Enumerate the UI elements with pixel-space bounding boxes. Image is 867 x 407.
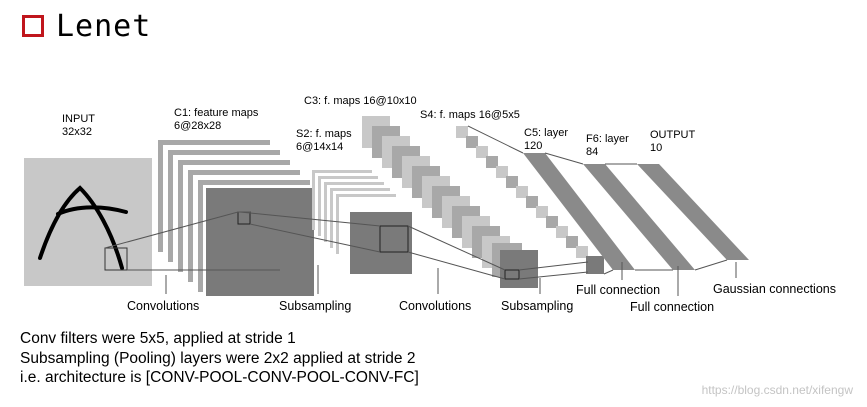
- op-gauss-label: Gaussian connections: [713, 282, 836, 296]
- c5-layer-stripe: [523, 153, 635, 270]
- op-full1-label: Full connection: [576, 283, 660, 297]
- c1-layer: C1: feature maps 6@28x28: [158, 107, 315, 297]
- c1-label-name: C1: feature maps: [174, 107, 259, 119]
- sub2-line-top: [518, 261, 589, 271]
- s2-map-front: [350, 212, 412, 274]
- operation-ticks: [165, 262, 737, 296]
- notes: Conv filters were 5x5, applied at stride…: [20, 329, 419, 388]
- note-line-3: i.e. architecture is [CONV-POOL-CONV-POO…: [20, 369, 419, 386]
- s2-layer: S2: f. maps 6@14x14: [296, 128, 412, 274]
- s4-map-6: [506, 176, 518, 188]
- s4-map-12: [566, 236, 578, 248]
- c3-map-front: [500, 250, 538, 288]
- output-label-name: OUTPUT: [650, 129, 696, 141]
- watermark: https://blog.csdn.net/xifengw: [701, 383, 853, 397]
- s4-map-4: [486, 156, 498, 168]
- op-sub1-label: Subsampling: [279, 299, 351, 313]
- s4-map-front: [586, 256, 604, 274]
- title-text: Lenet: [56, 8, 152, 44]
- op-conv2-label: Convolutions: [399, 299, 471, 313]
- s4-map-3: [476, 146, 488, 158]
- s4-label: S4: f. maps 16@5x5: [420, 109, 520, 121]
- c1-map-front: [206, 188, 314, 296]
- c3-receptive-field: [504, 269, 520, 280]
- slide-title: Lenet: [22, 6, 151, 46]
- s2-receptive-field: [379, 225, 409, 253]
- f6-output-line-bottom: [694, 259, 728, 271]
- input-label-size: 32x32: [62, 126, 92, 138]
- conv1-line-top: [104, 211, 250, 249]
- fc-layers: C5: layer 120 F6: layer 84 OUTPUT 10: [523, 127, 749, 270]
- input-receptive-field: [104, 247, 128, 271]
- letter-a-stroke: [38, 185, 124, 270]
- operation-labels: Convolutions Subsampling Convolutions Su…: [127, 282, 836, 314]
- s4-map-13: [576, 246, 588, 258]
- letter-a-crossbar: [56, 205, 128, 216]
- op-full2-label: Full connection: [630, 300, 714, 314]
- c5-label-name: C5: layer: [524, 127, 568, 139]
- s4-map-11: [556, 226, 568, 238]
- s2-label-size: 6@14x14: [296, 141, 343, 153]
- conv2-line-top: [407, 225, 506, 271]
- c5-label-size: 120: [524, 140, 542, 152]
- s2-label-name: S2: f. maps: [296, 128, 352, 140]
- sub1-line-bottom: [249, 223, 381, 253]
- op-sub2-label: Subsampling: [501, 299, 573, 313]
- checkbox-square-icon: [22, 15, 44, 37]
- note-line-2: Subsampling (Pooling) layers were 2x2 ap…: [20, 349, 416, 367]
- s4-c5-line-bottom: [603, 269, 614, 275]
- s4-map-1: [456, 126, 468, 138]
- s4-map-10: [546, 216, 558, 228]
- s4-map-5: [496, 166, 508, 178]
- op-conv1-label: Convolutions: [127, 299, 199, 313]
- s4-c5-line: [467, 125, 524, 154]
- input-layer: INPUT 32x32: [24, 113, 152, 286]
- output-label-size: 10: [650, 142, 662, 154]
- input-label-name: INPUT: [62, 113, 95, 125]
- s4-map-2: [466, 136, 478, 148]
- sub2-line-bottom: [518, 271, 589, 280]
- f6-label-size: 84: [586, 146, 598, 158]
- sub1-line-top: [239, 211, 381, 227]
- s4-map-9: [536, 206, 548, 218]
- c5-f6-line-top: [544, 152, 584, 165]
- note-line-1: Conv filters were 5x5, applied at stride…: [20, 330, 296, 347]
- c3-label: C3: f. maps 16@10x10: [304, 95, 417, 107]
- s4-map-7: [516, 186, 528, 198]
- connection-lines: [104, 125, 728, 280]
- output-layer-stripe: [637, 164, 749, 260]
- s4-map-8: [526, 196, 538, 208]
- conv2-line-bottom: [407, 251, 506, 280]
- c1-label-size: 6@28x28: [174, 120, 221, 132]
- f6-label-name: F6: layer: [586, 133, 629, 145]
- s4-layer: S4: f. maps 16@5x5: [420, 109, 604, 274]
- input-image: [24, 158, 152, 286]
- f6-layer-stripe: [583, 164, 695, 270]
